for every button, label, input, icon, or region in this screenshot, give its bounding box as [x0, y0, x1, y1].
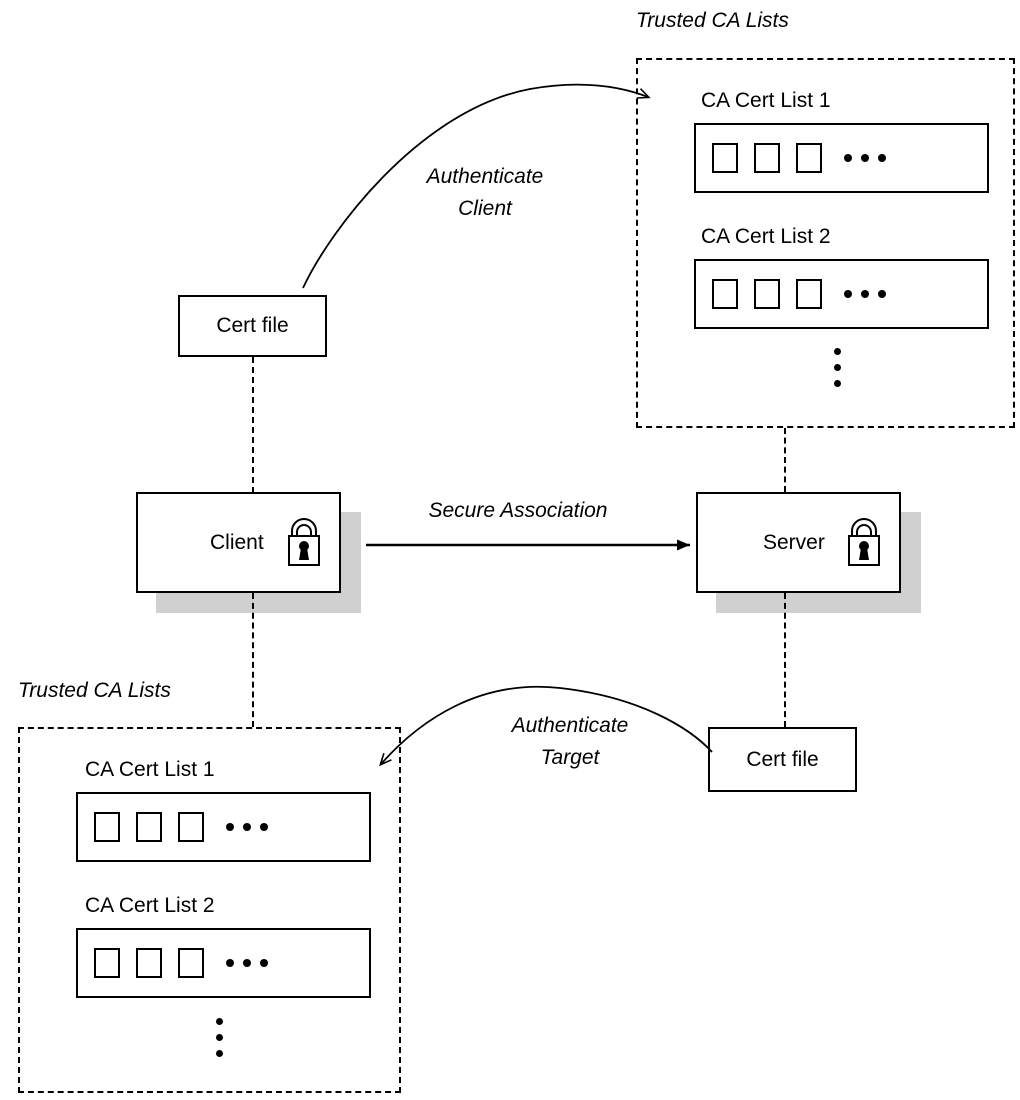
client-cert-file-connector	[252, 357, 254, 493]
client-ca-store-more-icon	[216, 1018, 223, 1057]
cert-square	[712, 143, 738, 173]
authenticate-client-label-line2: Client	[458, 197, 512, 220]
trusted-ca-lists-title-bottom: Trusted CA Lists	[18, 679, 171, 702]
cert-square	[94, 812, 120, 842]
server-cert-file-box: Cert file	[708, 727, 857, 792]
trusted-ca-lists-title-top: Trusted CA Lists	[636, 9, 789, 32]
horizontal-ellipsis-icon	[226, 959, 268, 967]
client-ca-store-connector	[252, 593, 254, 727]
secure-association-label: Secure Association	[428, 499, 608, 522]
server-ca-list-2-title: CA Cert List 2	[701, 225, 831, 248]
server-ca-store-more-icon	[834, 348, 841, 387]
client-ca-list-2-title: CA Cert List 2	[85, 894, 215, 917]
client-ca-list-1-title: CA Cert List 1	[85, 758, 215, 781]
client-ca-cert-list-2	[76, 928, 371, 998]
server-node-label: Server	[763, 530, 825, 554]
client-node-label: Client	[210, 530, 264, 554]
padlock-icon	[288, 518, 320, 566]
server-node: Server	[696, 492, 901, 593]
cert-square	[136, 948, 162, 978]
horizontal-ellipsis-icon	[844, 154, 886, 162]
authenticate-target-label-line1: Authenticate	[511, 714, 629, 737]
client-trusted-ca-store	[18, 727, 401, 1093]
server-cert-file-label: Cert file	[746, 747, 819, 771]
server-ca-store-connector	[784, 428, 786, 492]
server-ca-cert-list-1	[694, 123, 989, 193]
client-cert-file-label: Cert file	[216, 314, 289, 337]
cert-square	[712, 279, 738, 309]
authenticate-client-label-line1: Authenticate	[426, 165, 544, 188]
server-cert-file-connector	[784, 593, 786, 727]
horizontal-ellipsis-icon	[844, 290, 886, 298]
cert-square	[94, 948, 120, 978]
server-ca-list-1-title: CA Cert List 1	[701, 89, 831, 112]
cert-square	[178, 812, 204, 842]
client-node: Client	[136, 492, 341, 593]
cert-square	[178, 948, 204, 978]
cert-square	[796, 279, 822, 309]
server-ca-cert-list-2	[694, 259, 989, 329]
client-ca-cert-list-1	[76, 792, 371, 862]
padlock-icon	[848, 518, 880, 566]
cert-square	[754, 143, 780, 173]
client-cert-file-box: Cert file	[178, 295, 327, 357]
authenticate-target-label-line2: Target	[540, 746, 600, 769]
cert-square	[796, 143, 822, 173]
horizontal-ellipsis-icon	[226, 823, 268, 831]
cert-square	[754, 279, 780, 309]
cert-square	[136, 812, 162, 842]
